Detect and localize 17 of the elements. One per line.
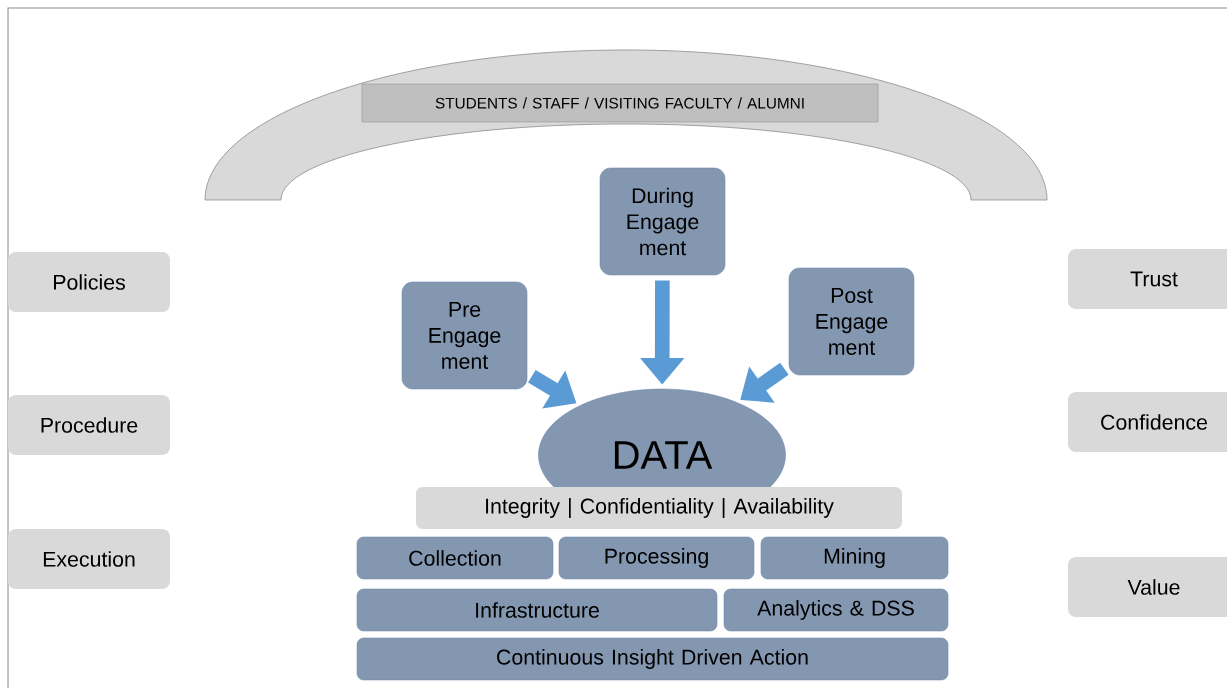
stage-box: Post Engage ment [788, 267, 915, 376]
layer-box: Infrastructure [356, 588, 718, 632]
stage-box: Pre Engage ment [401, 281, 528, 390]
layer-box: Continuous Insight Driven Action [356, 637, 949, 681]
people-box: STUDENTS / STAFF / VISITING FACULTY / ALUMNI [361, 83, 879, 123]
label-box: Trust [1068, 249, 1227, 309]
property-bar: Integrity | Confidentiality | Availability [416, 487, 902, 529]
label-box: Confidence [1068, 392, 1227, 452]
label-box: Value [1068, 557, 1227, 617]
stage-box: During Engage ment [599, 167, 726, 276]
layer-box: Processing [558, 536, 755, 580]
label-box: Procedure [8, 395, 170, 455]
layer-box: Analytics & DSS [723, 588, 949, 632]
layer-box: Mining [760, 536, 949, 580]
label-box: Execution [8, 529, 170, 589]
layer-box: Collection [356, 536, 554, 580]
label-box: Policies [8, 252, 170, 312]
